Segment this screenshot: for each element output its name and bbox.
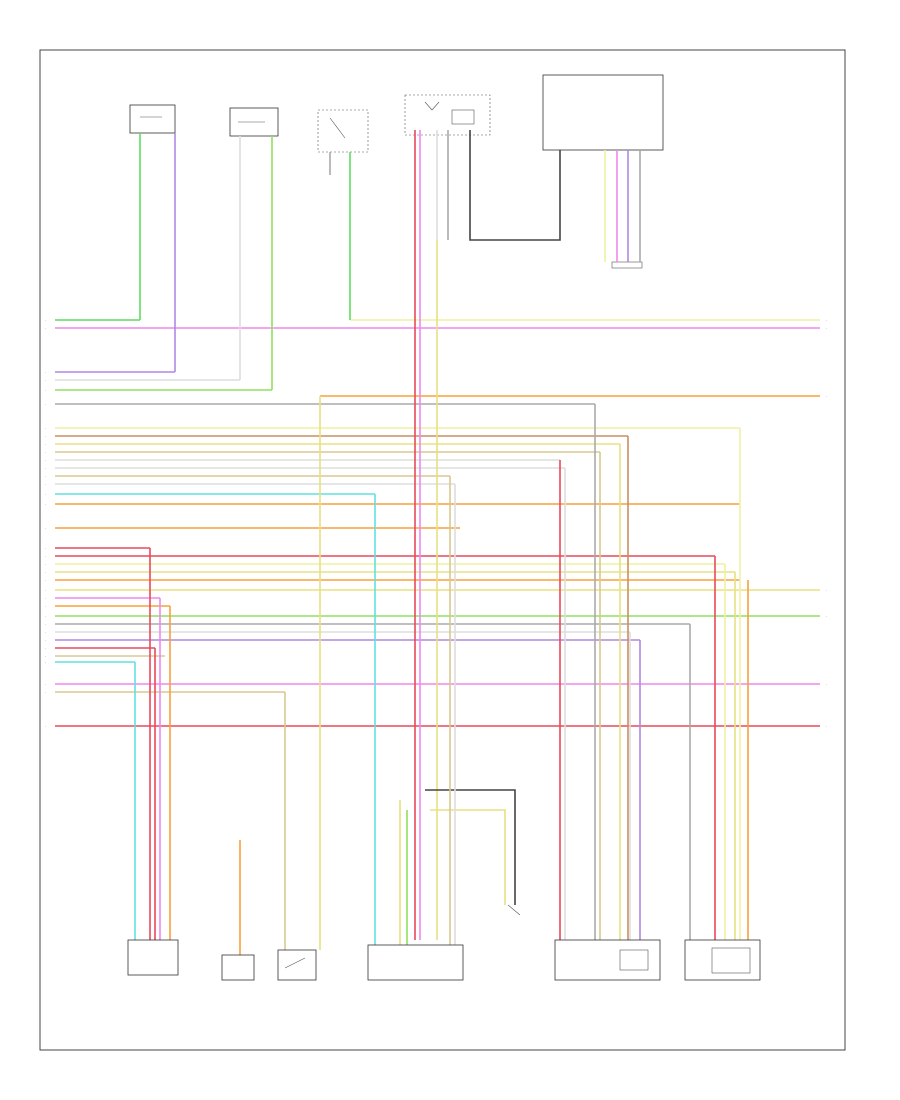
connector-pin-marker: · <box>45 604 46 609</box>
component-top-5 <box>542 74 664 151</box>
component-bottom-3 <box>277 949 317 981</box>
connector-pin-marker: · <box>826 326 827 331</box>
connector-pin-marker: · <box>45 690 46 695</box>
diagram-frame <box>39 49 846 1051</box>
connector-pin-marker: · <box>45 474 46 479</box>
connector-pin-marker: · <box>45 578 46 583</box>
component-top-2 <box>229 107 279 137</box>
component-top-3 <box>317 109 369 153</box>
connector-pin-marker: · <box>45 630 46 635</box>
connector-pin-marker: · <box>826 394 827 399</box>
connector-pin-marker: · <box>45 654 46 659</box>
connector-pin-marker: · <box>45 660 46 665</box>
connector-pin-marker: · <box>45 546 46 551</box>
connector-pin-marker: · <box>45 570 46 575</box>
component-bottom-2 <box>221 954 255 981</box>
connector-pin-marker: · <box>45 378 46 383</box>
connector-pin-marker: · <box>45 492 46 497</box>
connector-pin-marker: · <box>826 318 827 323</box>
connector-pin-marker: · <box>45 434 46 439</box>
connector-pin-marker: · <box>826 614 827 619</box>
connector-pin-marker: · <box>45 646 46 651</box>
connector-pin-marker: · <box>45 622 46 627</box>
component-bottom-7 <box>684 939 761 981</box>
connector-pin-marker: · <box>45 370 46 375</box>
connector-pin-marker: · <box>45 458 46 463</box>
connector-pin-marker: · <box>45 724 46 729</box>
connector-pin-marker: · <box>45 588 46 593</box>
connector-pin-marker: · <box>826 682 827 687</box>
component-top-4 <box>404 94 491 136</box>
component-bottom-5 <box>507 904 521 916</box>
left-connector-pins: ··································· <box>45 318 46 729</box>
wire-harness <box>55 130 820 955</box>
connector-pin-marker: · <box>45 526 46 531</box>
component-top-1 <box>129 104 176 134</box>
component-bottom-1 <box>127 939 179 976</box>
component-bottom-4 <box>367 944 464 981</box>
connector-pin-marker: · <box>45 682 46 687</box>
connector-pin-marker: · <box>45 482 46 487</box>
connector-pin-marker: · <box>45 596 46 601</box>
connector-pin-marker: · <box>45 388 46 393</box>
component-bottom-6 <box>554 939 661 981</box>
connector-pin-marker: · <box>826 588 827 593</box>
connector-pin-marker: · <box>45 554 46 559</box>
connector-pin-marker: · <box>826 724 827 729</box>
right-connector-pins: · · · · · · · <box>826 318 827 729</box>
connector-pin-marker: · <box>45 326 46 331</box>
connector-pin-marker: · <box>45 450 46 455</box>
connector-pin-marker: · <box>45 614 46 619</box>
connector-pin-marker: · <box>45 318 46 323</box>
connector-pin-marker: · <box>45 466 46 471</box>
connector-pin-marker: · <box>45 638 46 643</box>
vertical-wire <box>469 130 561 241</box>
connector-pin-marker: · <box>45 426 46 431</box>
connector-pin-marker: · <box>45 442 46 447</box>
connector-pin-marker: · <box>45 502 46 507</box>
connector-pin-marker: · <box>45 402 46 407</box>
connector-pin-marker: · <box>45 562 46 567</box>
ground-symbol-top <box>611 261 643 269</box>
